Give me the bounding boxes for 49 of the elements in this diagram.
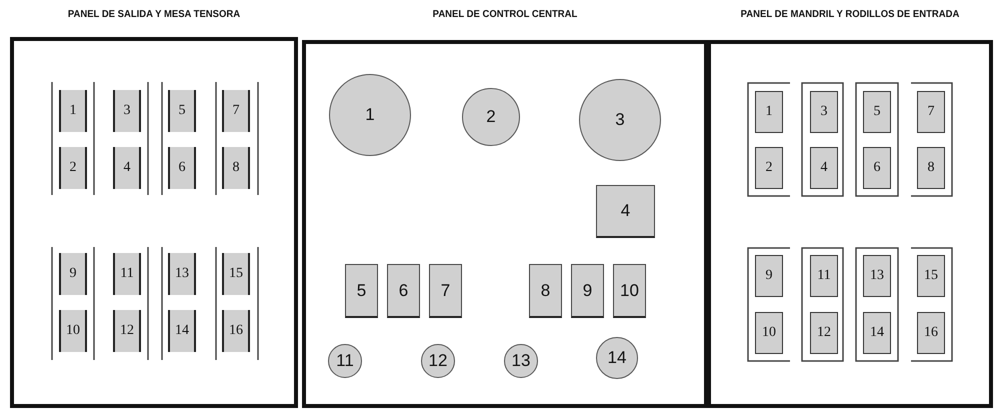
square-button: 1 bbox=[59, 90, 87, 132]
square-button: 4 bbox=[113, 147, 141, 189]
round-button: 1 bbox=[329, 74, 411, 156]
panel-title: PANEL DE CONTROL CENTRAL bbox=[432, 9, 578, 20]
square-button: 16 bbox=[917, 312, 945, 354]
square-button: 12 bbox=[113, 310, 141, 352]
panel-title: PANEL DE MANDRIL Y RODILLOS DE ENTRADA bbox=[740, 9, 960, 20]
round-button: 2 bbox=[462, 88, 520, 146]
square-button: 5 bbox=[863, 91, 891, 133]
square-button: 6 bbox=[168, 147, 196, 189]
square-button: 6 bbox=[387, 264, 420, 318]
round-button: 11 bbox=[328, 344, 362, 378]
round-button: 14 bbox=[596, 337, 638, 379]
square-button: 12 bbox=[810, 312, 838, 354]
square-button: 2 bbox=[755, 147, 783, 189]
square-button: 7 bbox=[429, 264, 462, 318]
square-button: 6 bbox=[863, 147, 891, 189]
round-button: 3 bbox=[579, 79, 661, 161]
round-button: 12 bbox=[421, 344, 455, 378]
square-button: 15 bbox=[222, 253, 250, 295]
square-button: 11 bbox=[113, 253, 141, 295]
square-button: 1 bbox=[755, 91, 783, 133]
square-button: 11 bbox=[810, 255, 838, 297]
square-button: 3 bbox=[810, 91, 838, 133]
square-button: 10 bbox=[59, 310, 87, 352]
square-button: 7 bbox=[222, 90, 250, 132]
square-button: 9 bbox=[571, 264, 604, 318]
square-button: 16 bbox=[222, 310, 250, 352]
square-button: 10 bbox=[613, 264, 646, 318]
square-button: 10 bbox=[755, 312, 783, 354]
square-button: 9 bbox=[59, 253, 87, 295]
round-button: 13 bbox=[504, 344, 538, 378]
square-button: 14 bbox=[863, 312, 891, 354]
square-button: 7 bbox=[917, 91, 945, 133]
square-button: 8 bbox=[917, 147, 945, 189]
square-button: 3 bbox=[113, 90, 141, 132]
square-button: 8 bbox=[529, 264, 562, 318]
square-button: 14 bbox=[168, 310, 196, 352]
square-button: 4 bbox=[596, 185, 655, 238]
square-button: 4 bbox=[810, 147, 838, 189]
square-button: 13 bbox=[863, 255, 891, 297]
square-button: 5 bbox=[345, 264, 378, 318]
panel-title: PANEL DE SALIDA Y MESA TENSORA bbox=[66, 9, 242, 20]
square-button: 15 bbox=[917, 255, 945, 297]
square-button: 13 bbox=[168, 253, 196, 295]
square-button: 9 bbox=[755, 255, 783, 297]
square-button: 5 bbox=[168, 90, 196, 132]
square-button: 8 bbox=[222, 147, 250, 189]
square-button: 2 bbox=[59, 147, 87, 189]
